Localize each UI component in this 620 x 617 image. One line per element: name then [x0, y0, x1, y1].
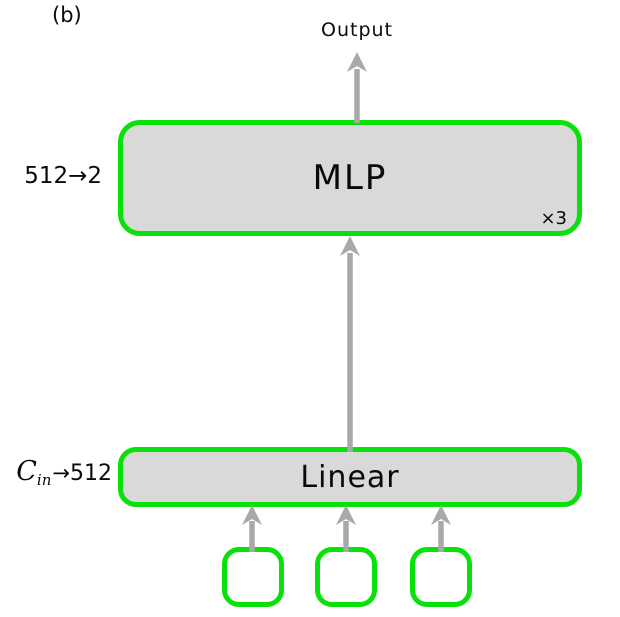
- dims-variable: C: [16, 456, 37, 487]
- dims-value: 512: [70, 461, 112, 486]
- output-label: Output: [321, 19, 393, 41]
- dims-arrow-glyph: →: [52, 461, 70, 485]
- token-arrow-icon: [336, 505, 356, 552]
- input-token-box: [410, 547, 472, 607]
- mlp-repeat-badge: ×3: [540, 208, 567, 229]
- mlp-block: MLP ×3: [118, 120, 582, 236]
- mlp-dims-label: 512→2: [24, 163, 102, 189]
- panel-label: (b): [52, 3, 82, 27]
- token-arrow-icon: [431, 505, 451, 552]
- input-token-box: [315, 547, 377, 607]
- dims-subscript: in: [36, 471, 52, 489]
- linear-label: Linear: [300, 459, 400, 495]
- output-arrow-icon: [347, 52, 367, 123]
- linear-to-mlp-arrow-icon: [340, 236, 360, 452]
- linear-dims-label: Cin→512: [0, 456, 112, 489]
- input-token-box: [222, 547, 284, 607]
- linear-block: Linear: [118, 447, 582, 507]
- token-arrow-icon: [242, 505, 262, 552]
- mlp-label: MLP: [312, 158, 388, 198]
